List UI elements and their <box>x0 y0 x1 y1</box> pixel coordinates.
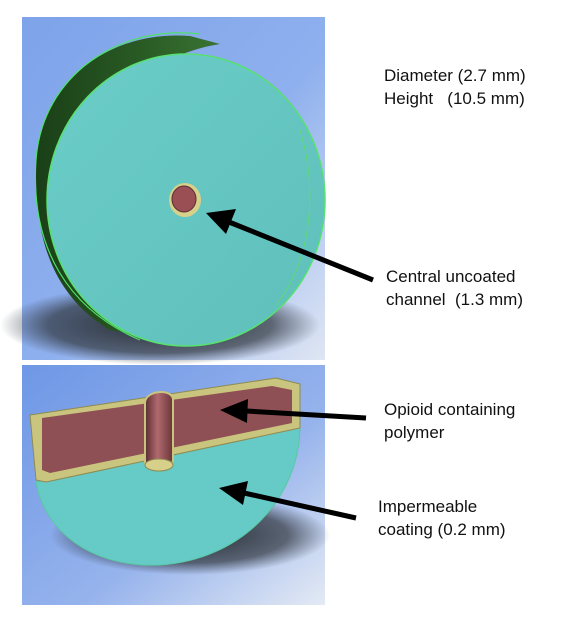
dimensions-label: Diameter (2.7 mm) Height (10.5 mm) <box>384 64 526 110</box>
coating-label-line2: coating (0.2 mm) <box>378 520 506 539</box>
top-panel <box>0 17 326 365</box>
coating-label: Impermeable coating (0.2 mm) <box>378 495 506 541</box>
channel-arrowhead <box>206 209 236 234</box>
channel-groove <box>144 391 174 470</box>
coating-arrowhead <box>219 481 248 505</box>
channel-arrow <box>228 219 374 283</box>
diameter-text: Diameter (2.7 mm) <box>384 66 526 85</box>
top-cylinder-inner-rim <box>275 129 311 306</box>
polymer-label-line2: polymer <box>384 423 445 442</box>
channel-opening <box>171 185 197 213</box>
channel-label: Central uncoated channel (1.3 mm) <box>386 265 523 311</box>
bottom-panel <box>22 365 330 605</box>
coating-arrow <box>243 490 357 521</box>
channel-label-line1: Central uncoated <box>386 267 516 286</box>
polymer-label-line1: Opioid containing <box>384 400 516 419</box>
half-cylinder-face <box>35 424 301 566</box>
top-cylinder-side-outer <box>34 32 201 341</box>
channel-groove-rim <box>144 458 174 472</box>
polymer-arrowhead <box>220 399 248 423</box>
polymer-arrow <box>245 408 367 421</box>
coating-label-line1: Impermeable <box>378 497 478 516</box>
channel-label-line2: channel (1.3 mm) <box>386 290 523 309</box>
callout-arrows <box>206 209 374 521</box>
polymer-label: Opioid containing polymer <box>384 398 515 444</box>
height-text: Height (10.5 mm) <box>384 89 525 108</box>
